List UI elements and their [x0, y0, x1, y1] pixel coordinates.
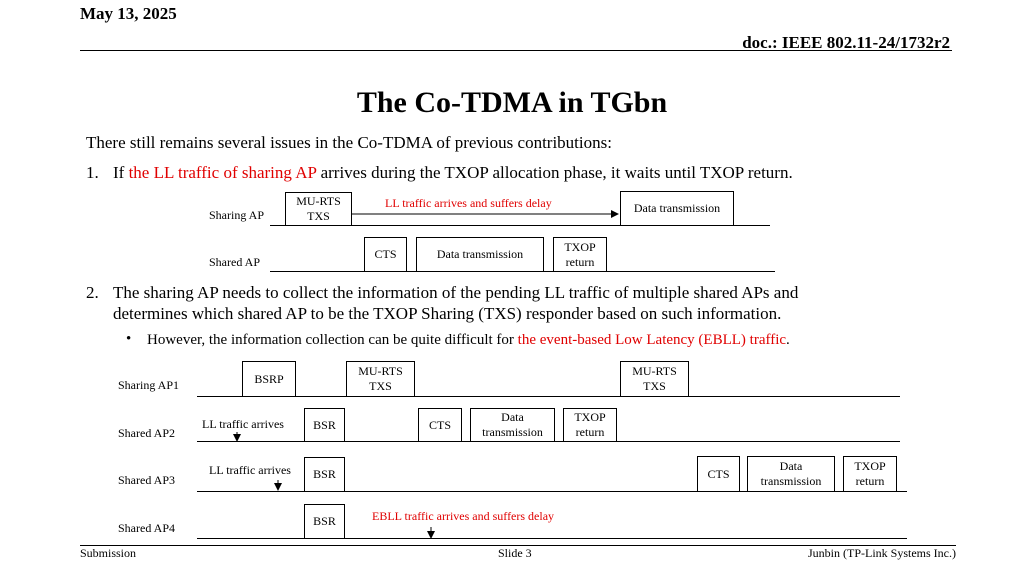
bullet-mark: •: [126, 331, 132, 347]
diag2-cts-box-2: CTS: [418, 408, 462, 442]
header-date: May 13, 2025: [80, 4, 177, 23]
diag1-data-tx-shared-box: Data transmission: [416, 237, 544, 272]
diag2-bsr-box-3: BSR: [304, 457, 345, 492]
diag2-data-tx-box-3: Data transmission: [747, 456, 835, 492]
intro-text: There still remains several issues in th…: [86, 133, 612, 152]
item1-number: 1.: [86, 163, 99, 182]
footer-rule: [80, 545, 956, 546]
diag2-ebll-annotation: EBLL traffic arrives and suffers delay: [372, 509, 555, 523]
item2-number: 2.: [86, 283, 99, 302]
diag1-shared-label: Shared AP: [209, 255, 260, 269]
item1-text: If the LL traffic of sharing AP arrives …: [113, 163, 793, 182]
diag2-ap3-timeline: [197, 491, 907, 492]
footer-center: Slide 3: [498, 546, 532, 560]
diag2-bsrp-box: BSRP: [242, 361, 296, 397]
diag1-sharing-label: Sharing AP: [209, 208, 265, 222]
diag2-ll-arrives-2: LL traffic arrives: [202, 417, 284, 431]
diag2-ap1-label: Sharing AP1: [118, 378, 180, 392]
diag2-ap3-label: Shared AP3: [118, 473, 175, 487]
diag2-bsr-box-2: BSR: [304, 408, 345, 442]
diag2-ll-arrives-3: LL traffic arrives: [209, 463, 291, 477]
diag2-txop-return-box-2: TXOP return: [563, 408, 617, 442]
bullet-highlight: the event-based Low Latency (EBLL) traff…: [517, 332, 787, 348]
diag1-sharing-timeline: [270, 225, 770, 226]
diag2-ap4-label: Shared AP4: [118, 521, 175, 535]
diag2-ap1-timeline: [197, 396, 900, 397]
item2-line1: The sharing AP needs to collect the info…: [113, 283, 799, 302]
diag2-mu-rts-box-2: MU-RTS TXS: [620, 361, 689, 397]
diag1-data-tx-sharing-box: Data transmission: [620, 191, 734, 226]
bullet-text: However, the information collection can …: [147, 332, 790, 348]
diag1-mu-rts-box: MU-RTS TXS: [285, 192, 352, 226]
diag1-txop-return-box: TXOP return: [553, 237, 607, 272]
item2-line2: determines which shared AP to be the TXO…: [113, 304, 782, 323]
diag2-cts-box-3: CTS: [697, 456, 740, 492]
slide-title: The Co-TDMA in TGbn: [356, 86, 668, 119]
item1-highlight: the LL traffic of sharing AP: [128, 163, 317, 182]
header-rule: [80, 50, 952, 51]
footer-right: Junbin (TP-Link Systems Inc.): [808, 546, 956, 560]
diag2-ap4-timeline: [197, 538, 907, 539]
diag1-cts-box: CTS: [364, 237, 407, 272]
header-doc-id: doc.: IEEE 802.11-24/1732r2: [742, 33, 950, 52]
diag2-bsr-box-4: BSR: [304, 504, 345, 539]
diag2-data-tx-box-2: Data transmission: [470, 408, 555, 442]
diag2-txop-return-box-3: TXOP return: [843, 456, 897, 492]
diag2-mu-rts-box-1: MU-RTS TXS: [346, 361, 415, 397]
diag2-ap2-label: Shared AP2: [118, 426, 175, 440]
footer-left: Submission: [80, 546, 137, 560]
diag1-annotation: LL traffic arrives and suffers delay: [385, 196, 552, 210]
